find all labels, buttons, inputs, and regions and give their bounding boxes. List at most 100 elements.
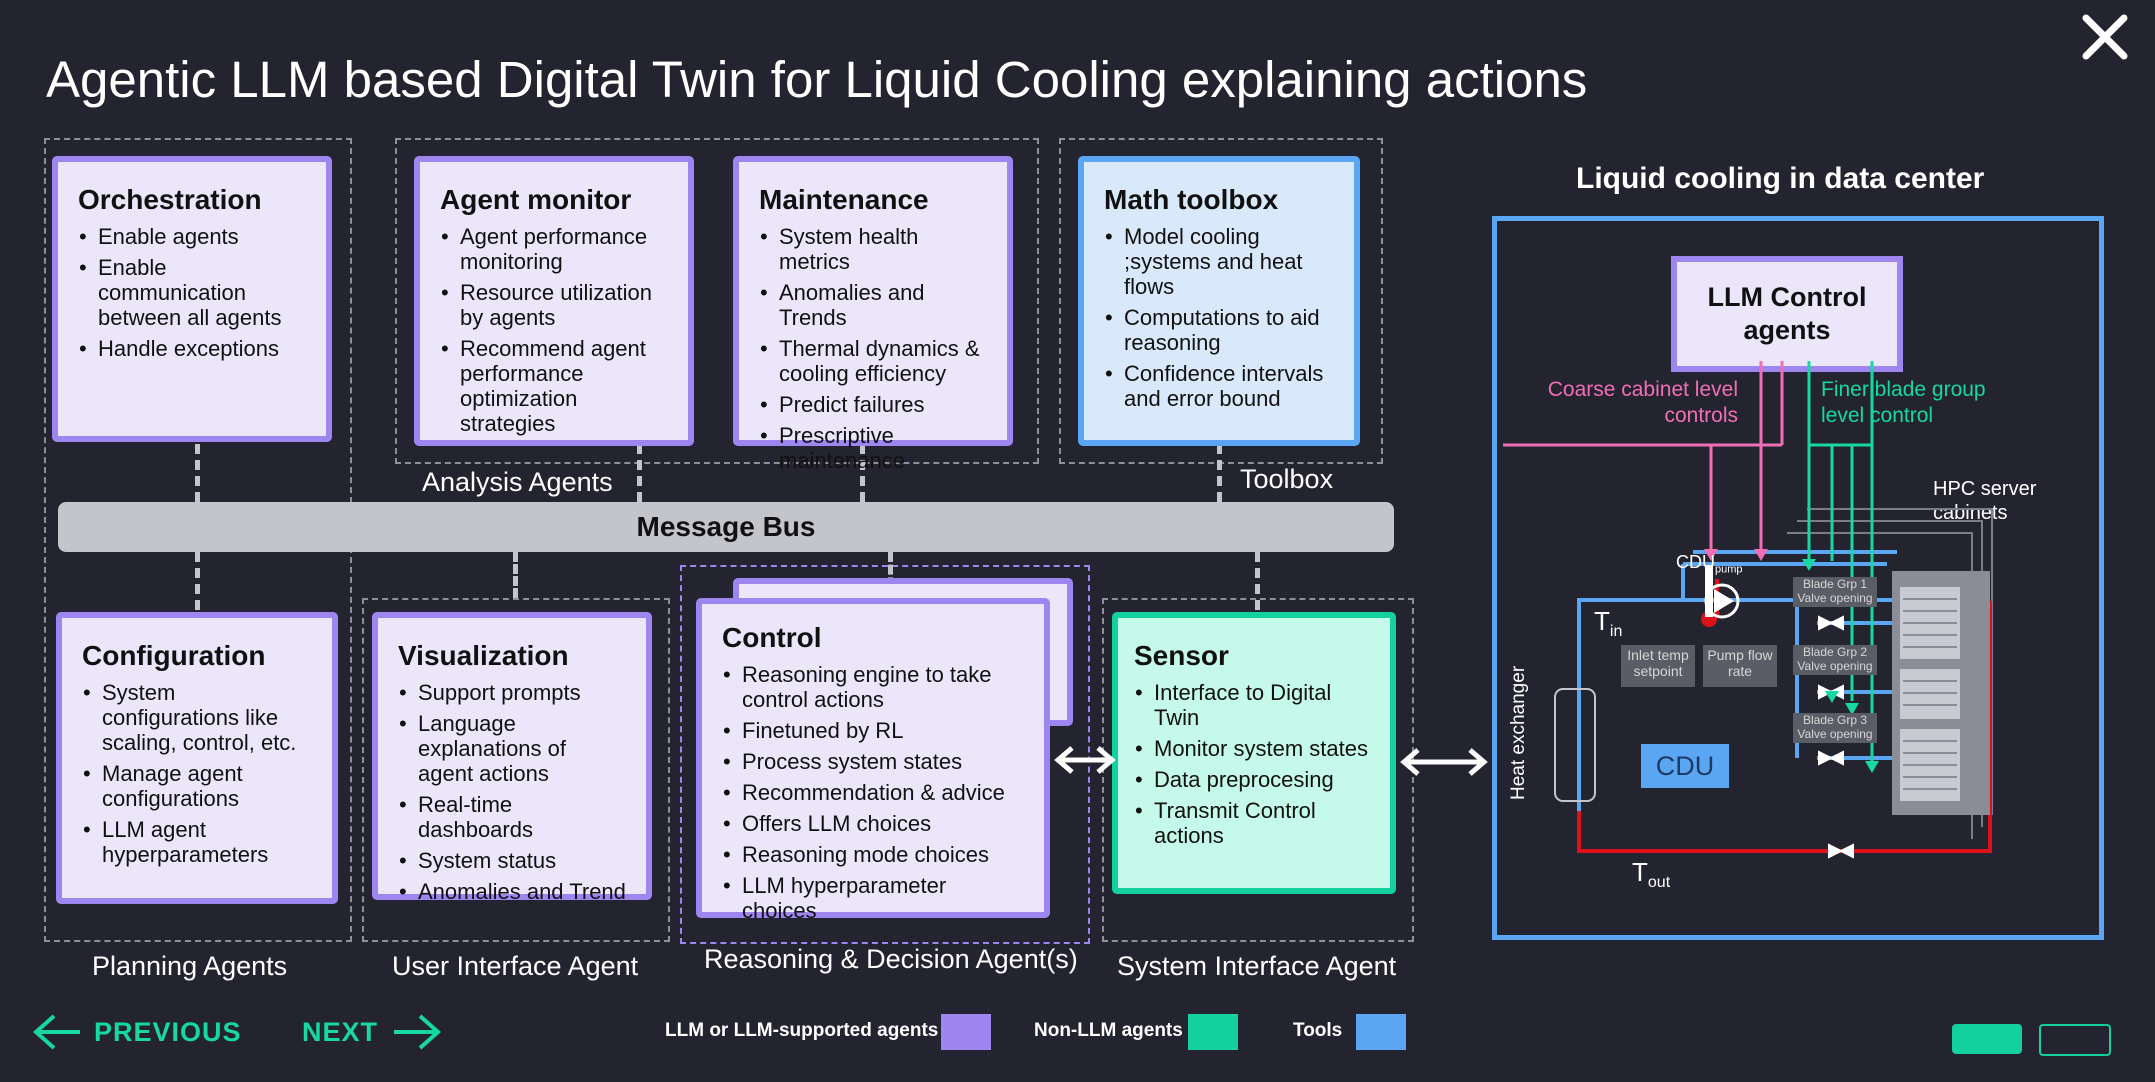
card-agent-monitor: Agent monitor Agent performance monitori… [414,156,694,446]
card-orchestration: Orchestration Enable agents Enable commu… [52,156,332,442]
t-in-label: Tin [1594,606,1622,641]
list-item: Data preprocesing [1135,767,1370,792]
label-line: Blade Grp 3 [1802,713,1868,727]
list-item: System status [399,848,626,873]
close-button[interactable] [2080,12,2130,62]
legend-non-llm-label: Non-LLM agents [1034,1020,1183,1041]
list-item: Predict failures [760,392,987,417]
server-slots [1903,598,1957,790]
group-label-planning: Planning Agents [92,951,288,981]
label-line: Pump flow [1707,647,1773,663]
list-item: Reasoning engine to take control actions [723,662,1024,712]
list-item: Finetuned by RL [723,718,1024,743]
list-item: Prescriptive maintenance [760,423,987,473]
connector-agent-monitor [637,444,642,502]
label-line: Valve opening [1797,591,1873,605]
group-label-toolbox: Toolbox [1240,464,1334,494]
list-item: Offers LLM choices [723,811,1024,836]
list-item: Handle exceptions [79,336,306,361]
legend-llm-label: LLM or LLM-supported agents [665,1020,939,1041]
heat-exchanger-label: Heat exchanger [1508,665,1529,800]
legend-tools-swatch [1356,1014,1406,1050]
arrow-left-icon [32,1014,80,1050]
card-visualization: Visualization Support prompts Language e… [372,612,652,904]
previous-label: PREVIOUS [94,1016,242,1047]
list-item: Reasoning mode choices [723,842,1024,867]
list-item: Monitor system states [1135,736,1370,761]
pump-arrow [1714,589,1734,613]
page-indicator[interactable] [2039,1024,2111,1056]
card-title: Visualization [398,640,569,671]
pump-icon [1704,583,1740,619]
list-item: Support prompts [399,680,626,705]
label-line: Blade Grp 1 [1802,577,1868,591]
liquid-cooling-title: Liquid cooling in data center [1576,162,1985,195]
list-item: Language explanations of agent actions [399,711,626,786]
coarse-control-label: Coarse cabinet level controls [1510,377,1738,429]
group-label-user-interface: User Interface Agent [392,951,639,981]
valve-icons [1818,615,1854,859]
legend-llm-swatch [941,1014,991,1050]
message-bus: Message Bus [58,502,1394,552]
card-math-toolbox: Math toolbox Model cooling ;systems and … [1078,156,1360,446]
cdu-box: CDU [1641,744,1729,788]
list-item: System configurations like scaling, cont… [83,680,312,755]
list-item: Resource utilization by agents [441,280,668,330]
label-line: Inlet temp [1627,647,1689,663]
list-item: Enable communication between all agents [79,255,306,330]
hpc-cabinets-label: HPC server cabinets [1933,477,2036,525]
connector-math-toolbox [1217,444,1222,502]
fine-control-arrows [1802,559,1879,773]
label-line: Blade Grp 2 [1802,645,1868,659]
label-line: Finer blade group [1821,378,1986,401]
next-button[interactable]: NEXT [302,1012,444,1052]
llm-control-agents-box: LLM Control agents [1671,256,1903,372]
label-line: controls [1664,404,1738,427]
card-title: Maintenance [759,184,929,215]
card-title: Orchestration [78,184,262,215]
card-control: Control Reasoning engine to take control… [696,598,1050,923]
group-label-analysis: Analysis Agents [422,467,613,497]
cooling-loop-diagram [1503,361,1993,859]
connector-control [888,552,893,600]
coarse-control-arrows [1704,549,1768,561]
label-line: rate [1727,663,1753,679]
t-out-text: T [1632,857,1648,887]
list-item: Interface to Digital Twin [1135,680,1370,730]
page-indicator-active[interactable] [1952,1024,2022,1054]
connector-orchestration [195,444,200,502]
next-label: NEXT [302,1016,379,1047]
legend-non-llm-swatch [1188,1014,1238,1050]
card-title: Control [722,622,822,653]
label-line: setpoint [1633,663,1683,679]
heat-exchanger-icon [1554,688,1596,802]
list-item: Transmit Control actions [1135,798,1370,848]
card-title: Math toolbox [1104,184,1279,215]
t-in-text: T [1594,606,1610,636]
card-maintenance: Maintenance System health metrics Anomal… [733,156,1013,473]
list-item: Model cooling ;systems and heat flows [1105,224,1334,299]
group-analysis-frame [395,138,1039,464]
previous-button[interactable]: PREVIOUS [30,1012,242,1052]
llm-control-line: agents [1743,315,1831,345]
connector-sensor [1255,552,1260,610]
llm-control-line: LLM Control [1707,282,1867,312]
list-item: Thermal dynamics & cooling efficiency [760,336,987,386]
list-item: LLM hyperparameter choices [723,873,1024,923]
page-title: Agentic LLM based Digital Twin for Liqui… [46,51,1588,108]
t-out-label: Tout [1632,857,1670,892]
liquid-cooling-frame [1492,216,2104,940]
list-item: Process system states [723,749,1024,774]
list-item: Recommend agent performance optimization… [441,336,668,436]
card-configuration: Configuration System configurations like… [56,612,338,904]
list-item: Agent performance monitoring [441,224,668,274]
fine-control-label: Finer blade group level control [1821,377,2061,429]
cdu-pump-sub: pump [1715,563,1743,576]
cdu-pump-label: CDUpump [1676,552,1743,576]
list-item: Computations to aid reasoning [1105,305,1334,355]
list-item: Real-time dashboards [399,792,626,842]
group-label-reasoning: Reasoning & Decision Agent(s) [704,944,1078,974]
double-arrow-icon [1054,746,1116,774]
card-sensor: Sensor Interface to Digital Twin Monitor… [1112,612,1396,894]
card-title: Agent monitor [440,184,632,215]
